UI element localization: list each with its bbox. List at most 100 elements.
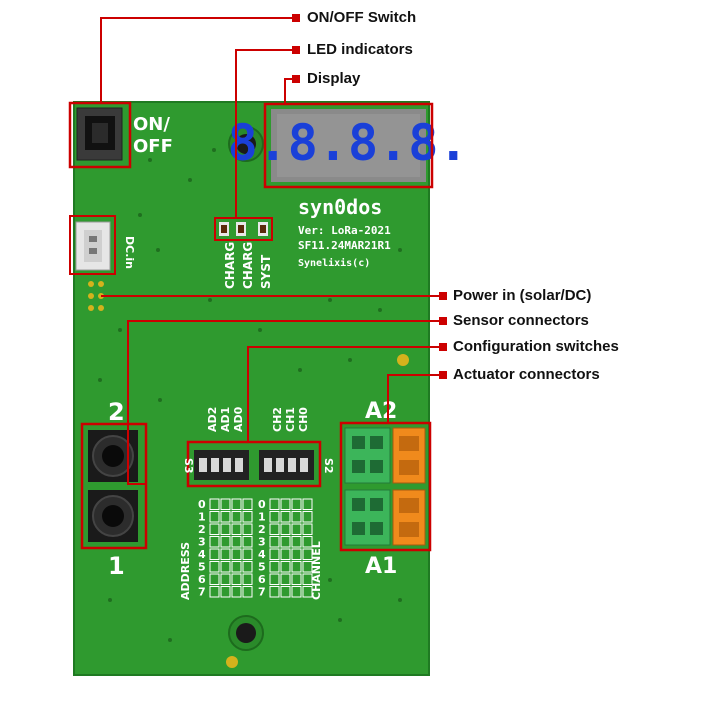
dip-label-ad2: AD2 bbox=[206, 407, 219, 432]
callout-power-in: Power in (solar/DC) bbox=[453, 287, 592, 304]
channel-table-cell bbox=[302, 561, 313, 573]
channel-table-cell bbox=[291, 498, 302, 510]
callout-led-indicators: LED indicators bbox=[307, 41, 413, 58]
address-table-row-label: 0 bbox=[198, 498, 206, 511]
serial-text: SF11.24MAR21R1 bbox=[298, 239, 391, 252]
dip-label-ch0: CH0 bbox=[297, 407, 310, 432]
channel-table-cell bbox=[291, 586, 302, 598]
dc-in-connector bbox=[75, 221, 111, 271]
address-table-cell bbox=[242, 498, 253, 510]
address-table-cell bbox=[231, 498, 242, 510]
led-indicators bbox=[219, 222, 268, 236]
sensor-highlight bbox=[80, 422, 148, 550]
address-table-cell bbox=[209, 536, 220, 548]
address-table-cell bbox=[209, 586, 220, 598]
s2-label: S2 bbox=[322, 458, 335, 474]
address-table-cell bbox=[209, 498, 220, 510]
address-table-row-label: 6 bbox=[198, 573, 206, 586]
actuator-a1-label: A1 bbox=[365, 554, 397, 579]
channel-table-cell bbox=[280, 561, 291, 573]
callout-configuration-switches: Configuration switches bbox=[453, 338, 619, 355]
address-table-cell bbox=[242, 548, 253, 560]
channel-table-cell bbox=[269, 561, 280, 573]
channel-table-cell bbox=[302, 586, 313, 598]
sensor-connector-1 bbox=[88, 490, 138, 542]
callout-on-off-switch: ON/OFF Switch bbox=[307, 9, 417, 26]
address-table-cell bbox=[242, 586, 253, 598]
channel-table-row-label: 1 bbox=[258, 511, 266, 524]
callout-display: Display bbox=[307, 70, 361, 87]
display-highlight bbox=[263, 102, 434, 189]
channel-table-cell bbox=[302, 498, 313, 510]
channel-table-cell bbox=[280, 498, 291, 510]
channel-table-row-label: 0 bbox=[258, 498, 266, 511]
version-text: Ver: LoRa-2021 bbox=[298, 224, 391, 237]
channel-table-cell bbox=[291, 523, 302, 535]
channel-table-cell bbox=[302, 536, 313, 548]
led-highlight bbox=[214, 217, 273, 241]
actuator-connector-a1 bbox=[344, 489, 426, 546]
channel-table-cell bbox=[280, 586, 291, 598]
dip-label-ch2: CH2 bbox=[271, 407, 284, 432]
channel-table-label: CHANNEL bbox=[310, 541, 323, 600]
channel-table-cell bbox=[269, 523, 280, 535]
callout-actuator-connectors: Actuator connectors bbox=[453, 366, 600, 383]
channel-table-cell bbox=[269, 586, 280, 598]
mounting-hole-top bbox=[228, 126, 264, 162]
actuator-connector-a2 bbox=[344, 427, 426, 484]
switch-label-off: OFF bbox=[133, 136, 173, 157]
channel-table-row-label: 7 bbox=[258, 586, 266, 599]
channel-table-cell bbox=[291, 573, 302, 585]
address-table-cell bbox=[231, 511, 242, 523]
channel-table-cell bbox=[269, 548, 280, 560]
actuator-a2-label: A2 bbox=[365, 399, 397, 424]
address-table-cell bbox=[231, 561, 242, 573]
address-table-cell bbox=[231, 548, 242, 560]
channel-table-cell bbox=[280, 573, 291, 585]
channel-table-row-label: 6 bbox=[258, 573, 266, 586]
switch-label-on: ON/ bbox=[133, 114, 170, 135]
channel-table-cell bbox=[291, 511, 302, 523]
address-table-row-label: 1 bbox=[198, 511, 206, 524]
on-off-switch[interactable] bbox=[76, 107, 123, 161]
address-table-row-label: 4 bbox=[198, 548, 206, 561]
channel-table-row-label: 5 bbox=[258, 561, 266, 574]
channel-table-cell bbox=[302, 573, 313, 585]
address-table-cell bbox=[231, 586, 242, 598]
address-table-row-label: 7 bbox=[198, 586, 206, 599]
address-table-cell bbox=[220, 573, 231, 585]
address-table-cell bbox=[220, 536, 231, 548]
address-table-row-label: 3 bbox=[198, 536, 206, 549]
seven-segment-display: 8.8.8.8. bbox=[228, 109, 469, 182]
channel-dip-switch[interactable] bbox=[259, 450, 314, 480]
channel-table-cell bbox=[269, 511, 280, 523]
address-table-cell bbox=[209, 573, 220, 585]
channel-table-cell bbox=[269, 573, 280, 585]
led-label-3: SYST bbox=[259, 254, 273, 289]
address-table-cell bbox=[209, 548, 220, 560]
channel-table-cell bbox=[269, 498, 280, 510]
channel-table-cell bbox=[291, 536, 302, 548]
channel-table-cell bbox=[280, 511, 291, 523]
brand-text: syn0dos bbox=[298, 195, 382, 219]
display-digits: 8.8.8.8. bbox=[228, 114, 469, 172]
address-table-cell bbox=[231, 536, 242, 548]
maker-text: Synelixis(c) bbox=[298, 257, 370, 269]
dip-label-ch1: CH1 bbox=[284, 407, 297, 432]
mounting-hole-bottom bbox=[228, 615, 264, 651]
actuator-highlight bbox=[339, 421, 432, 552]
address-table-cell bbox=[220, 498, 231, 510]
address-table-cell bbox=[220, 548, 231, 560]
dip-label-ad1: AD1 bbox=[219, 407, 232, 432]
address-table-cell bbox=[220, 511, 231, 523]
config-highlight bbox=[186, 440, 322, 488]
address-table-cell bbox=[242, 511, 253, 523]
address-table-cell bbox=[209, 561, 220, 573]
channel-table-cell bbox=[280, 523, 291, 535]
dc-in-label: DC.in bbox=[123, 236, 136, 269]
address-dip-switch[interactable] bbox=[194, 450, 249, 480]
test-pad bbox=[226, 656, 238, 668]
dc-in-highlight bbox=[69, 215, 116, 275]
